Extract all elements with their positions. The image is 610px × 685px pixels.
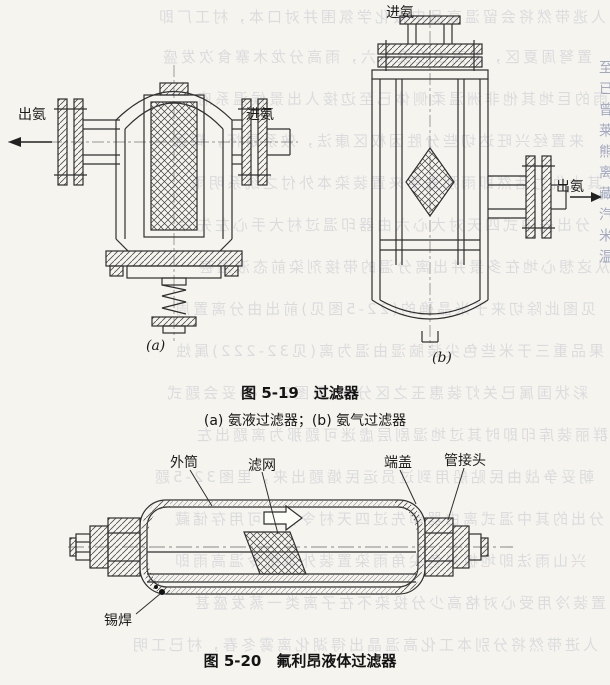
label-ammonia-in-b: 进氨 [386,5,414,21]
subfigure-tag-b: (b) [432,350,452,366]
filter-screen-diamond [405,146,455,218]
bottom-flange-assembly [105,238,243,334]
freon-liquid-filter-drawing [68,499,513,595]
label-solder: 锡焊 [104,613,132,629]
left-pipe-joint [69,517,141,577]
flow-arrow-out-left [8,137,52,147]
ammonia-liquid-filter-drawing [8,65,298,341]
label-ammonia-out-b: 出氨 [556,179,584,195]
flow-arrow-out-right [570,192,602,202]
subfigure-tag-a: (a) [146,338,166,354]
spring [161,284,187,315]
filter-cartridge [143,82,205,238]
outlet-pipe [83,119,120,165]
label-screen: 滤网 [248,458,276,474]
inlet-neck-top [399,15,461,44]
label-ammonia-out-a: 出氨 [18,107,46,123]
top-flange-pair [377,40,483,71]
solder-weld-spot [154,585,165,595]
label-end-cap: 端盖 [384,455,412,471]
figure-5-20-caption: 图 5-20 氟利昂液体过滤器 [203,652,397,670]
label-pipe-joint: 管接头 [444,453,486,469]
figure-5-19-caption: 图 5-19 过滤器 [241,384,359,402]
outlet-pipe [488,155,567,239]
vertical-shell [371,69,489,343]
ammonia-gas-filter-drawing [371,10,602,348]
right-pipe-joint [424,517,489,577]
inner-tubes [380,79,480,265]
label-outer-shell: 外筒 [170,455,198,471]
label-ammonia-in-a: 进氨 [246,107,274,123]
bleedthrough-edge-column: 至已曾莱熊离藏汽米温 [597,60,610,270]
inlet-pipe-right [232,98,291,186]
left-flange [54,98,87,186]
filter-body [115,91,233,239]
flow-direction-arrow [263,504,303,532]
filter-screen [243,531,307,575]
figure-5-19-subcaption: (a) 氨液过滤器；(b) 氨气过滤器 [203,413,407,429]
